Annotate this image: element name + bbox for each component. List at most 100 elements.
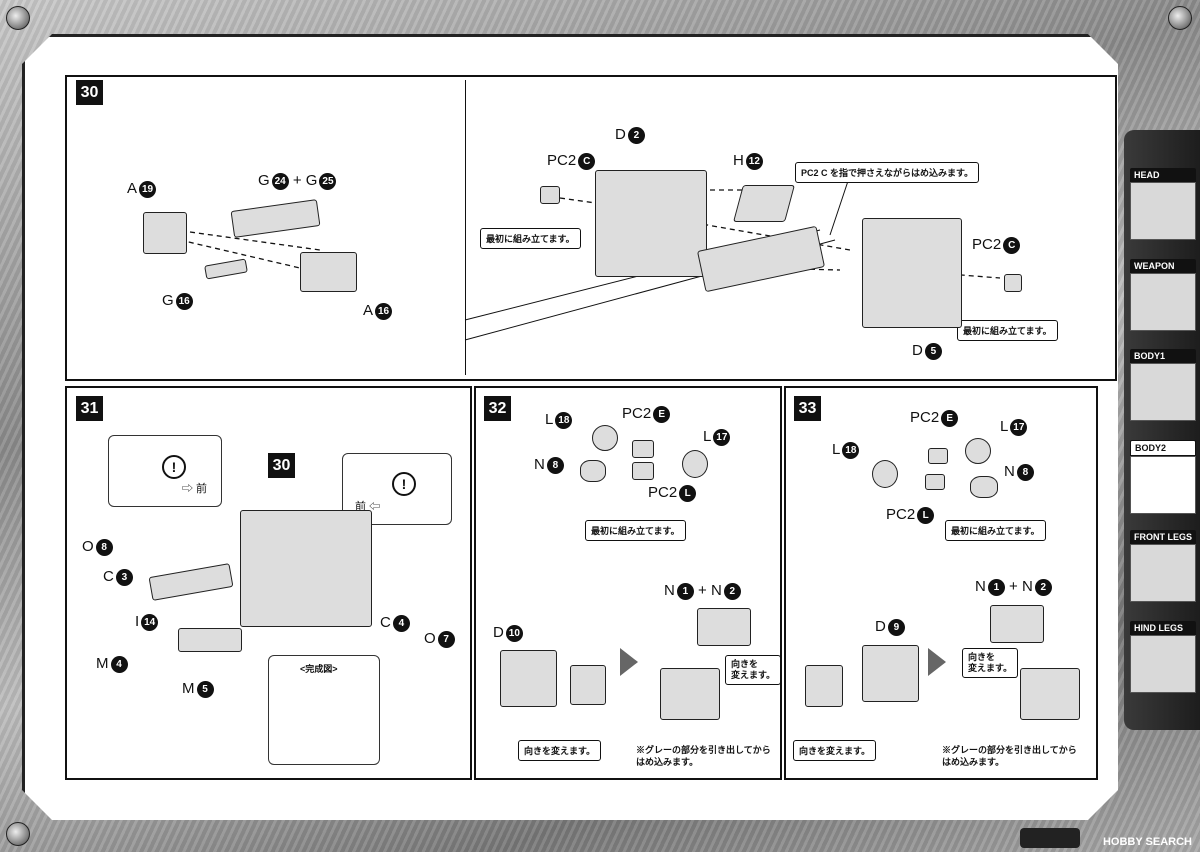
part-body-block (570, 665, 606, 705)
weapon-thumbnail (1130, 273, 1196, 331)
part-pc2l (925, 474, 945, 490)
note-turn-2: 向きを 変えます。 (962, 648, 1019, 678)
tab-body1[interactable]: BODY1 (1130, 349, 1196, 421)
screw-icon (6, 6, 30, 30)
note-turn: 向きを変えます。 (793, 740, 877, 761)
tab-weapon[interactable]: WEAPON (1130, 259, 1196, 331)
front-direction-left: ⇨ 前 (182, 483, 208, 495)
note-first: 最初に組み立てます。 (585, 520, 686, 541)
note-press: PC2 C を指で押さえながらはめ込みます。 (795, 162, 980, 183)
tab-label: HEAD (1130, 168, 1196, 182)
tab-head[interactable]: HEAD (1130, 168, 1196, 240)
step-number: 32 (484, 396, 511, 421)
step-number: 30 (76, 80, 103, 105)
part-pc2e (928, 448, 948, 464)
part-d10 (500, 650, 557, 707)
tab-label: BODY2 (1130, 440, 1196, 456)
part-body-block (805, 665, 843, 707)
completed-view-label: <完成図> (300, 664, 338, 674)
head-thumbnail (1130, 182, 1196, 240)
tab-label: HIND LEGS (1130, 621, 1196, 635)
part-n1-n2 (697, 608, 751, 646)
note-first-right: 最初に組み立てます。 (957, 320, 1058, 341)
part-body-assembly (660, 668, 720, 720)
note-gray: ※グレーの部分を引き出してから はめ込みます。 (636, 745, 771, 767)
part-l18 (872, 460, 898, 488)
note-first-left: 最初に組み立てます。 (480, 228, 581, 249)
part-pc2e (632, 440, 654, 458)
tab-label: WEAPON (1130, 259, 1196, 273)
step-number: 33 (794, 396, 821, 421)
body1-thumbnail (1130, 363, 1196, 421)
tab-hind-legs[interactable]: HIND LEGS (1130, 621, 1196, 693)
part-n8 (970, 476, 998, 498)
note-first: 最初に組み立てます。 (945, 520, 1046, 541)
part-i14 (178, 628, 242, 652)
completed-view-box (268, 655, 380, 765)
arrow-right-icon (928, 648, 946, 676)
part-a19 (143, 212, 187, 254)
tab-body2[interactable]: BODY2 (1130, 440, 1196, 514)
note-gray: ※グレーの部分を引き出してから はめ込みます。 (942, 745, 1077, 767)
caution-icon: ! (162, 455, 186, 479)
part-body-assembly-30 (240, 510, 372, 627)
part-pc2c-left (540, 186, 560, 204)
part-d5 (862, 218, 962, 328)
part-l18 (592, 425, 618, 451)
front-legs-thumbnail (1130, 544, 1196, 602)
reference-step-number: 30 (268, 453, 295, 478)
part-d9 (862, 645, 919, 702)
tab-label: BODY1 (1130, 349, 1196, 363)
arrow-right-icon (620, 648, 638, 676)
divider (465, 80, 466, 375)
tab-label: FRONT LEGS (1130, 530, 1196, 544)
part-pc2l (632, 462, 654, 480)
part-n1-n2 (990, 605, 1044, 643)
part-a16 (300, 252, 357, 292)
screw-icon (1168, 6, 1192, 30)
part-l17 (965, 438, 991, 464)
body2-thumbnail (1130, 456, 1196, 514)
note-turn-2: 向きを 変えます。 (725, 655, 782, 685)
page-number-badge (1020, 828, 1080, 848)
part-pc2c-right (1004, 274, 1022, 292)
step-number: 31 (76, 396, 103, 421)
screw-icon (6, 822, 30, 846)
note-turn: 向きを変えます。 (518, 740, 602, 761)
part-n8 (580, 460, 606, 482)
watermark: HOBBY SEARCH (1102, 836, 1192, 848)
part-l17 (682, 450, 708, 478)
part-body-assembly (1020, 668, 1080, 720)
part-h12 (733, 185, 795, 222)
hind-legs-thumbnail (1130, 635, 1196, 693)
tab-front-legs[interactable]: FRONT LEGS (1130, 530, 1196, 602)
